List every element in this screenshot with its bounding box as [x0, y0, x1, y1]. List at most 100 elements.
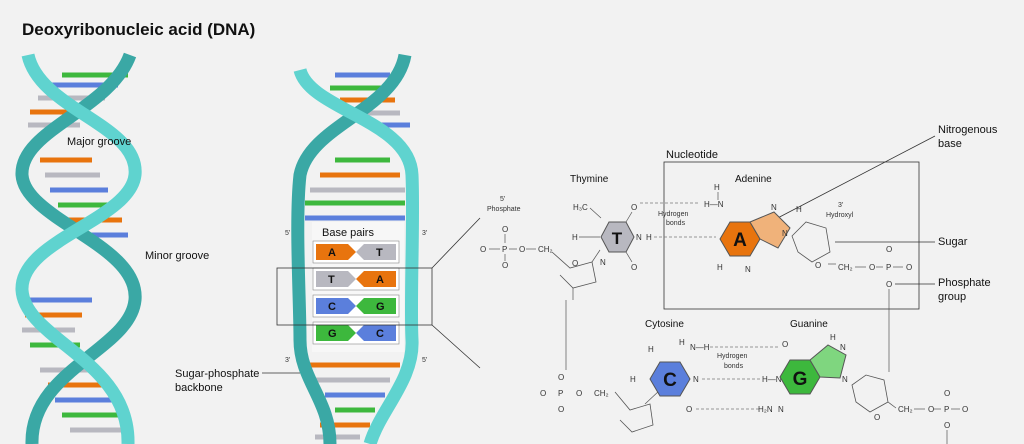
base-right-letter: C: [376, 328, 384, 340]
three-prime-bottom: 3': [285, 357, 290, 364]
sugar-ring-guanine: [851, 374, 889, 413]
svg-text:H—N: H—N: [704, 200, 724, 209]
phosphate-top-left: O O O P O CH₂: [480, 225, 553, 270]
svg-text:O: O: [906, 263, 912, 272]
guanine-molecule: H—N O G N H N H₂N N: [758, 333, 848, 414]
hbonds-top-label1: Hydrogen: [658, 211, 688, 218]
svg-text:O: O: [886, 280, 892, 289]
adenine-letter: A: [733, 230, 747, 251]
svg-text:O: O: [576, 389, 582, 398]
svg-text:H: H: [796, 205, 802, 214]
thymine-letter: T: [612, 229, 623, 248]
base-right-block: [356, 244, 396, 260]
svg-text:N: N: [745, 265, 751, 274]
svg-text:O: O: [886, 245, 892, 254]
svg-text:O: O: [869, 263, 875, 272]
svg-text:O: O: [815, 261, 821, 270]
base-left-letter: A: [328, 247, 336, 259]
nitrogenous-base-label2: base: [938, 138, 962, 150]
svg-text:N: N: [840, 343, 846, 352]
sugar-ring-adenine: [791, 221, 831, 263]
nitrogenous-base-label1: Nitrogenous: [938, 124, 998, 136]
svg-text:N: N: [636, 233, 642, 242]
svg-text:H—N: H—N: [762, 375, 782, 384]
cytosine-molecule: H N—H C H H N O: [630, 338, 710, 414]
svg-text:P: P: [886, 263, 891, 272]
svg-text:O: O: [944, 421, 950, 430]
base-right-letter: A: [376, 274, 384, 286]
svg-text:H: H: [830, 333, 836, 342]
center-helix-strand-front: [293, 67, 420, 444]
minor-groove-label: Minor groove: [145, 250, 209, 262]
svg-text:O: O: [928, 405, 934, 414]
base-left-letter: C: [328, 301, 336, 313]
svg-text:H: H: [572, 233, 578, 242]
svg-text:P: P: [558, 389, 563, 398]
hbonds-bottom-label1: Hydrogen: [717, 353, 747, 360]
adenine-label: Adenine: [735, 174, 772, 185]
base-right-block: [356, 298, 396, 314]
five-prime-top: 5': [285, 230, 290, 237]
backbone-label-line1: Sugar-phosphate: [175, 368, 259, 380]
base-left-block: [316, 271, 356, 287]
svg-text:H: H: [648, 345, 654, 354]
svg-text:H₂N: H₂N: [758, 405, 773, 414]
svg-text:O: O: [874, 413, 880, 422]
svg-text:O: O: [962, 405, 968, 414]
svg-text:N: N: [842, 375, 848, 384]
svg-text:CH₂: CH₂: [838, 263, 853, 272]
hbonds-bottom-label2: bonds: [724, 363, 744, 370]
sugar-ring-cytosine: [614, 391, 654, 433]
nucleotide-box: [663, 161, 920, 310]
phosphate-5-label1: 5': [500, 196, 505, 203]
base-left-letter: T: [328, 274, 335, 286]
svg-text:O: O: [631, 263, 637, 272]
svg-text:N: N: [771, 203, 777, 212]
svg-text:N—H: N—H: [690, 343, 710, 352]
three-prime-top: 3': [422, 230, 427, 237]
base-left-block: [316, 325, 356, 341]
svg-text:O: O: [540, 389, 546, 398]
base-right-block: [356, 271, 396, 287]
svg-text:O: O: [558, 373, 564, 382]
base-pairs-label: Base pairs: [322, 227, 374, 239]
nitrogenous-base-pointer: [769, 135, 936, 223]
center-helix: [291, 53, 420, 444]
left-helix-strand-front: [15, 53, 142, 444]
hydroxyl-3-label1: 3': [838, 202, 843, 209]
phosphate-group-label2: group: [938, 291, 966, 303]
svg-text:CH₂: CH₂: [898, 405, 913, 414]
svg-text:N: N: [778, 405, 784, 414]
svg-text:O: O: [631, 203, 637, 212]
backbone-label-line2: backbone: [175, 382, 223, 394]
svg-text:H: H: [714, 183, 720, 192]
hydroxyl-3-label2: Hydroxyl: [826, 212, 854, 219]
svg-text:N: N: [600, 258, 606, 267]
svg-text:H: H: [717, 263, 723, 272]
hbonds-top-label2: bonds: [666, 220, 686, 227]
svg-text:O: O: [502, 261, 508, 270]
svg-text:O: O: [686, 405, 692, 414]
base-right-letter: G: [376, 301, 385, 313]
svg-text:P: P: [944, 405, 949, 414]
svg-text:H: H: [646, 233, 652, 242]
base-left-letter: G: [328, 328, 337, 340]
sugar-label: Sugar: [938, 236, 968, 248]
svg-text:O: O: [480, 245, 486, 254]
left-helix-strand-back: [15, 52, 142, 444]
page-title: Deoxyribonucleic acid (DNA): [22, 20, 256, 39]
svg-text:O: O: [944, 389, 950, 398]
svg-text:H: H: [679, 338, 685, 347]
guanine-label: Guanine: [790, 319, 828, 330]
left-helix: [15, 52, 142, 444]
svg-text:N: N: [693, 375, 699, 384]
zoom-line-top: [431, 217, 481, 269]
svg-text:H₃C: H₃C: [573, 203, 588, 212]
svg-text:CH₂: CH₂: [538, 245, 553, 254]
